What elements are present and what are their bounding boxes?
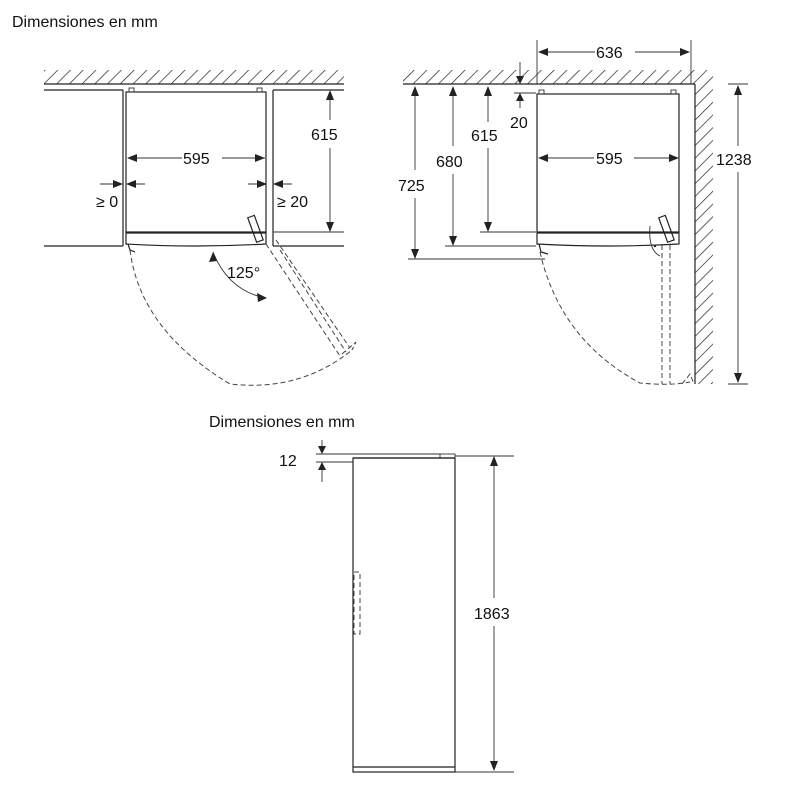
label-width-636: 636 [596,45,623,62]
door-swing-arc-right [539,251,691,385]
label-gap-right: ≥ 20 [277,194,308,211]
wall-hatch-side-right [695,84,713,384]
door-swing-arc-left [129,249,353,386]
front-view: 12 1863 [279,440,514,773]
wall-hatch-top-right [403,70,713,84]
title-bottom: Dimensiones en mm [209,414,355,431]
label-top-offset-12: 12 [279,453,297,470]
label-width-595-right: 595 [596,151,623,168]
label-depth-725: 725 [398,178,425,195]
label-depth-615-left: 615 [311,127,338,144]
door-handle-left [246,214,264,244]
label-depth-615-right: 615 [471,128,498,145]
front-handle [353,571,361,635]
door-right [536,232,680,247]
label-depth-1238: 1238 [716,152,752,169]
door-left [125,232,267,247]
appliance-front-body [352,457,456,773]
title-top: Dimensiones en mm [12,14,158,31]
label-height-1863: 1863 [474,606,510,623]
label-gap-left: ≥ 0 [96,194,118,211]
appliance-body-right [536,93,680,233]
label-angle-125: 125° [227,265,260,282]
wall-hatch-top-left [44,70,344,84]
label-depth-680: 680 [436,154,463,171]
door-handle-right [657,214,675,244]
label-width-595-left: 595 [183,151,210,168]
plan-view-wall: 636 20 725 [398,40,752,385]
plan-view-niche: 125° 595 ≥ 0 ≥ 20 615 [44,70,357,386]
appliance-body-left [125,91,267,233]
label-rear-gap-20: 20 [510,115,528,132]
